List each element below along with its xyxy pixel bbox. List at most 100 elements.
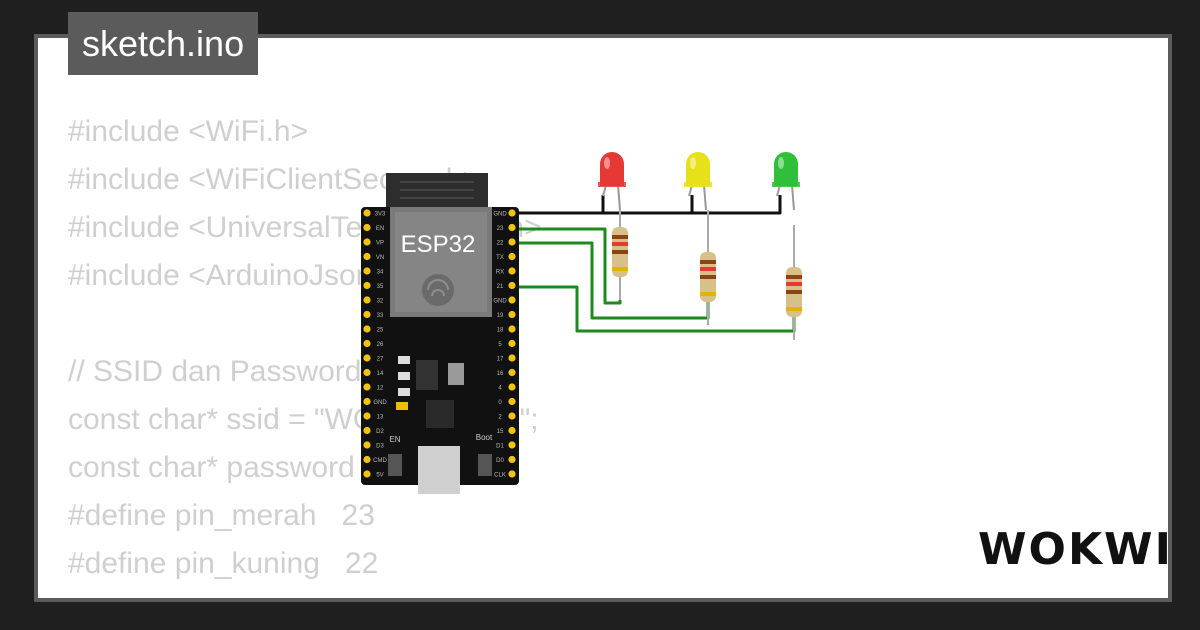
resistor-band (786, 275, 802, 279)
right-pin[interactable] (508, 426, 516, 435)
resistor[interactable] (700, 210, 716, 325)
left-pin[interactable] (363, 223, 371, 232)
smd-part (398, 388, 410, 396)
right-pin[interactable] (508, 397, 516, 406)
right-pin[interactable] (508, 267, 516, 275)
left-pin[interactable] (363, 252, 371, 261)
leds (598, 152, 800, 211)
right-pin-label: TX (496, 255, 504, 261)
diagram-canvas: #include <WiFi.h>#include <WiFiClientSec… (34, 34, 1172, 602)
left-pin[interactable] (363, 354, 371, 362)
right-pin[interactable] (508, 339, 516, 348)
led-shine (778, 157, 784, 169)
right-pin[interactable] (508, 412, 516, 420)
resistor-band (700, 260, 716, 264)
left-pin[interactable] (363, 267, 371, 275)
left-pin-label: 12 (377, 386, 384, 392)
right-pin-label: 19 (497, 313, 504, 319)
right-pin[interactable] (508, 470, 516, 478)
right-pin[interactable] (508, 325, 516, 333)
left-pin-label: 35 (377, 284, 384, 290)
boot-label: Boot (476, 433, 493, 442)
wire-yellow-signal[interactable] (512, 241, 710, 320)
en-button[interactable] (388, 454, 402, 476)
code-line: #define pin_kuning 22 (68, 547, 379, 580)
right-pin[interactable] (508, 209, 516, 217)
led-rim (598, 182, 626, 187)
left-pin-label: EN (376, 226, 384, 232)
wire-red-signal[interactable] (512, 227, 622, 305)
micro-usb-port[interactable] (418, 446, 460, 494)
left-pin[interactable] (363, 339, 371, 348)
led-green[interactable] (772, 152, 800, 211)
left-pin[interactable] (363, 310, 371, 319)
right-pin[interactable] (508, 296, 516, 304)
boot-button[interactable] (478, 454, 492, 476)
left-pin-label: D2 (376, 429, 384, 435)
right-pin-label: 23 (497, 226, 504, 232)
code-line: const char* password (68, 451, 355, 484)
left-pin[interactable] (363, 426, 371, 435)
resistor-band (612, 267, 628, 271)
right-pin-label: 4 (498, 386, 502, 392)
left-pin[interactable] (363, 455, 371, 464)
left-pin[interactable] (363, 209, 371, 217)
left-pin[interactable] (363, 325, 371, 333)
left-pin[interactable] (363, 470, 371, 478)
right-pin-label: 17 (497, 357, 504, 363)
resistor[interactable] (786, 225, 802, 340)
resistor[interactable] (612, 210, 628, 300)
right-pin-label: GND (493, 212, 507, 218)
esp32-board[interactable]: ESP32 EN Boot 3V3ENVPVN34353233252627141… (361, 173, 519, 494)
led-body (686, 152, 710, 186)
left-pin[interactable] (363, 296, 371, 304)
led-rim (772, 182, 800, 187)
led-leg (617, 184, 621, 211)
file-tab[interactable]: sketch.ino (68, 12, 259, 75)
resistor-band (612, 242, 628, 246)
right-pin[interactable] (508, 354, 516, 362)
left-pin[interactable] (363, 397, 371, 406)
left-pin-label: 34 (377, 270, 384, 276)
right-pin[interactable] (508, 455, 516, 464)
left-pin-label: 27 (377, 357, 384, 363)
right-pin[interactable] (508, 223, 516, 232)
right-pin[interactable] (508, 238, 516, 246)
right-pin-label: CLK (494, 473, 506, 479)
right-pin[interactable] (508, 441, 516, 449)
left-pin[interactable] (363, 412, 371, 420)
left-pin[interactable] (363, 238, 371, 246)
right-pin[interactable] (508, 368, 516, 377)
smd-part (398, 356, 410, 364)
wire-gnd[interactable] (512, 195, 782, 215)
right-pin[interactable] (508, 281, 516, 290)
resistor-band (612, 235, 628, 239)
left-pin-label: GND (373, 400, 387, 406)
right-pin[interactable] (508, 383, 516, 391)
code-line: #define pin_merah 23 (68, 499, 375, 532)
left-pin-label: 5V (376, 473, 383, 479)
wire-green-signal[interactable] (512, 285, 796, 333)
regulator (448, 363, 464, 385)
led-body (774, 152, 798, 186)
right-pin-label: 0 (498, 400, 502, 406)
left-pin[interactable] (363, 281, 371, 290)
left-pin-label: D3 (376, 444, 384, 450)
right-pin-label: 22 (497, 241, 504, 247)
code-line: #define pin_hijau 21 (68, 588, 542, 598)
code-line: // SSID dan Password (68, 355, 362, 388)
led-red[interactable] (598, 152, 626, 211)
left-pin[interactable] (363, 383, 371, 391)
left-pin[interactable] (363, 368, 371, 377)
left-pin[interactable] (363, 441, 371, 449)
right-pin[interactable] (508, 310, 516, 319)
right-pin-label: 5 (498, 342, 502, 348)
left-pin-label: CMD (373, 458, 387, 464)
right-pin-label: 2 (498, 415, 502, 421)
led-yellow[interactable] (684, 152, 712, 211)
right-pin-label: GND (493, 299, 507, 305)
right-pin[interactable] (508, 252, 516, 261)
resistor-band (786, 290, 802, 294)
wires (512, 195, 796, 333)
resistor-band (700, 267, 716, 271)
